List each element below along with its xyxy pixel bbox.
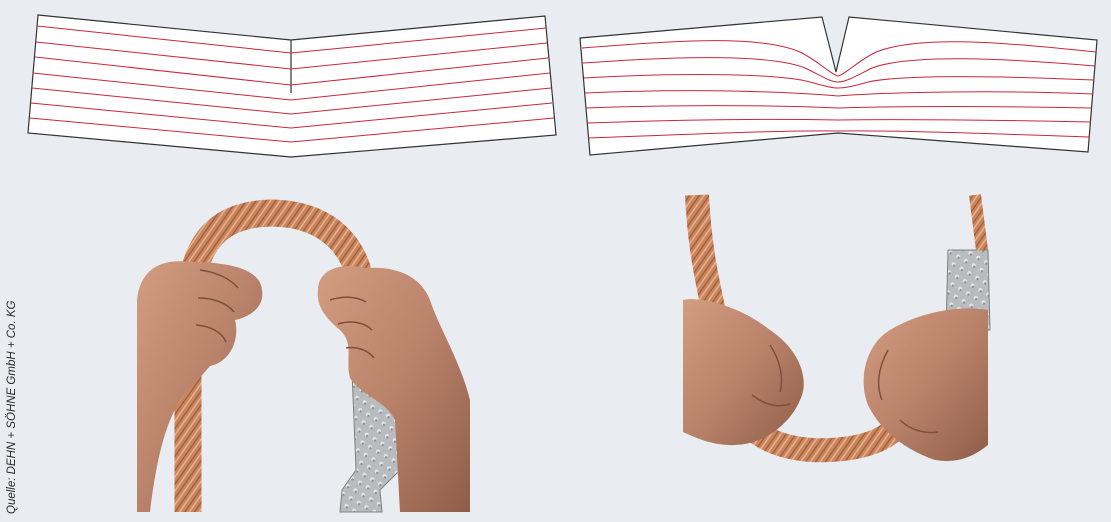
rope-stub-top (975, 195, 982, 250)
rope-bend-up-photo (137, 213, 470, 512)
left-fist (683, 299, 804, 445)
bent-conductor-diagram (28, 15, 556, 157)
rope-bend-down-photo (683, 195, 990, 461)
bent-conductor-outline (28, 15, 556, 157)
image-credit: Quelle: DEHN + SÖHNE GmbH + Co. KG (6, 301, 18, 514)
notched-conductor-diagram (580, 17, 1097, 155)
